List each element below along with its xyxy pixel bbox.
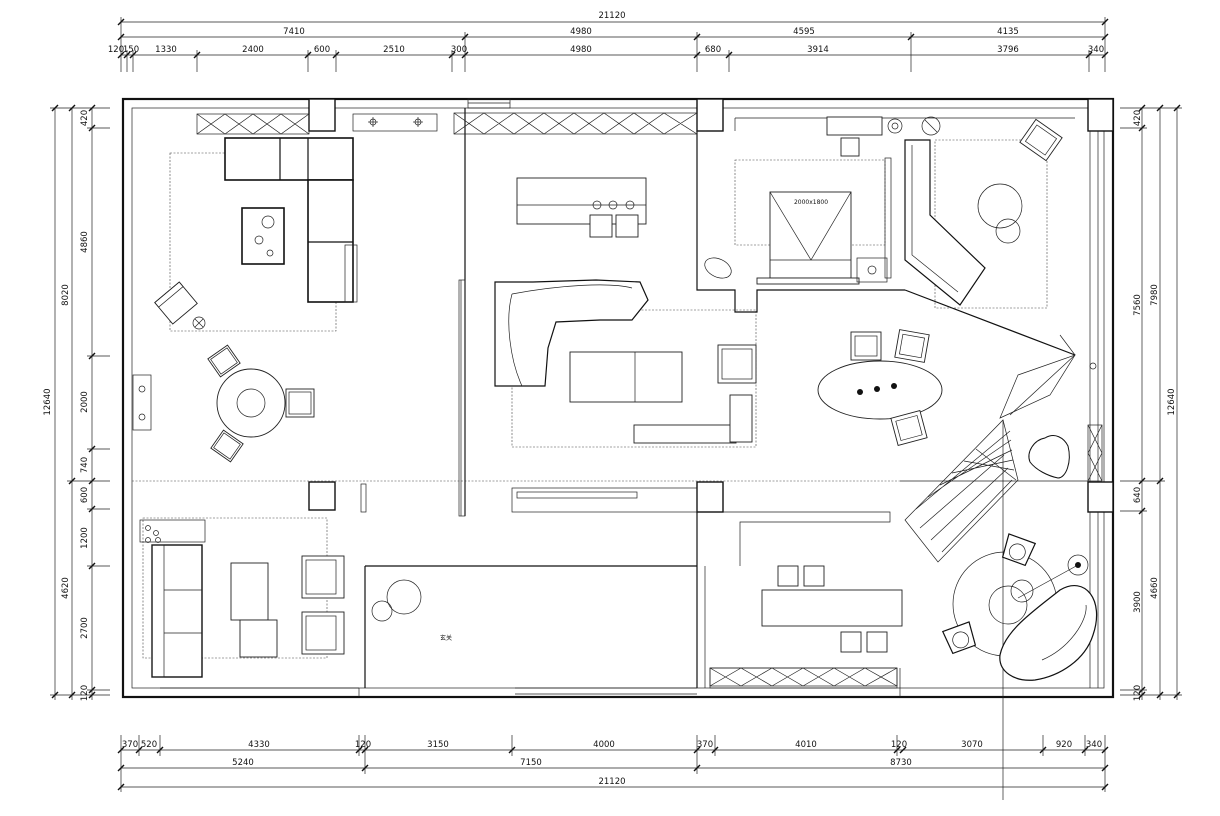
right-dim-4: 3900 — [1133, 591, 1143, 613]
kitchen-furniture — [761, 565, 903, 653]
foyer-area: 玄关 — [371, 579, 452, 642]
top-dim-4: 4135 — [997, 27, 1019, 37]
right-dim-5: 120 — [1133, 685, 1143, 701]
top-sub-dim-1: 120 — [108, 45, 124, 55]
top-total-dim: 21120 — [598, 11, 625, 21]
top-sub-dim-9: 680 — [705, 45, 721, 55]
bedroom-furniture: 2000x1800 — [704, 116, 941, 285]
bottom-dim-3: 4330 — [248, 740, 270, 750]
right-dim-2: 7560 — [1133, 294, 1143, 316]
top-sub-dim-7: 300 — [451, 45, 467, 55]
left-dim-2: 4620 — [61, 577, 71, 599]
top-sub-dim-3: 1330 — [155, 45, 177, 55]
bottom-sub-dim-3: 8730 — [890, 758, 912, 768]
electrical-outlets — [368, 117, 1097, 370]
left-bottom-room-furniture — [139, 517, 345, 678]
bottom-dimension-lines — [117, 735, 1109, 792]
left-sub-dim-6: 1200 — [80, 527, 90, 549]
bottom-dim-11: 920 — [1056, 740, 1072, 750]
top-sub-dim-4: 2400 — [242, 45, 264, 55]
bottom-dim-2: 520 — [141, 740, 157, 750]
staircase — [904, 354, 1076, 800]
dining-furniture — [817, 329, 943, 446]
bottom-sub-dim-2: 7150 — [520, 758, 542, 768]
foyer-label: 玄关 — [440, 634, 452, 642]
right-dimension-lines — [1120, 104, 1182, 700]
bottom-dim-4: 120 — [355, 740, 371, 750]
right-dim-3: 640 — [1133, 487, 1143, 503]
right-sub-dim-1: 7980 — [1150, 284, 1160, 306]
top-dimension-lines — [117, 17, 1109, 72]
right-dim-1: 420 — [1133, 110, 1143, 126]
bottom-dim-5: 3150 — [427, 740, 449, 750]
bottom-dim-10: 3070 — [961, 740, 983, 750]
left-sub-dim-3: 2000 — [80, 391, 90, 413]
storage-cabinets — [196, 98, 1103, 687]
left-sub-dim-1: 420 — [80, 110, 90, 126]
bottom-dim-7: 370 — [697, 740, 713, 750]
top-dim-2: 4980 — [570, 27, 592, 37]
right-total-dim: 12640 — [1167, 388, 1177, 415]
top-sub-dim-10: 3914 — [807, 45, 829, 55]
lounge-furniture — [941, 533, 1098, 681]
top-sub-dim-8: 4980 — [570, 45, 592, 55]
left-top-room-furniture — [132, 137, 358, 463]
bed-size-label: 2000x1800 — [794, 199, 828, 206]
top-sub-dim-5: 600 — [314, 45, 330, 55]
top-sub-dim-2: 150 — [123, 45, 139, 55]
bottom-dim-12: 340 — [1086, 740, 1102, 750]
top-sub-dim-11: 3796 — [997, 45, 1019, 55]
left-sub-dim-2: 4860 — [80, 231, 90, 253]
bottom-dim-1: 370 — [122, 740, 138, 750]
left-dim-1: 8020 — [61, 284, 71, 306]
top-sub-dim-12: 340 — [1088, 45, 1104, 55]
bottom-total-dim: 21120 — [598, 777, 625, 787]
living-room-furniture — [458, 177, 757, 517]
right-top-room-furniture — [904, 118, 1063, 309]
left-total-dim: 12640 — [43, 388, 53, 415]
bottom-sub-dim-1: 5240 — [232, 758, 254, 768]
top-dim-1: 7410 — [283, 27, 305, 37]
bottom-dim-6: 4000 — [593, 740, 615, 750]
left-sub-dim-4: 740 — [80, 457, 90, 473]
top-dim-3: 4595 — [793, 27, 815, 37]
left-dimension-lines — [50, 104, 110, 700]
left-sub-dim-5: 600 — [80, 487, 90, 503]
left-sub-dim-7: 2700 — [80, 617, 90, 639]
exterior-walls — [121, 97, 1115, 699]
right-sub-dim-2: 4660 — [1150, 577, 1160, 599]
top-sub-dim-6: 2510 — [383, 45, 405, 55]
left-sub-dim-8: 120 — [80, 685, 90, 701]
bottom-dim-8: 4010 — [795, 740, 817, 750]
bottom-dim-9: 120 — [891, 740, 907, 750]
